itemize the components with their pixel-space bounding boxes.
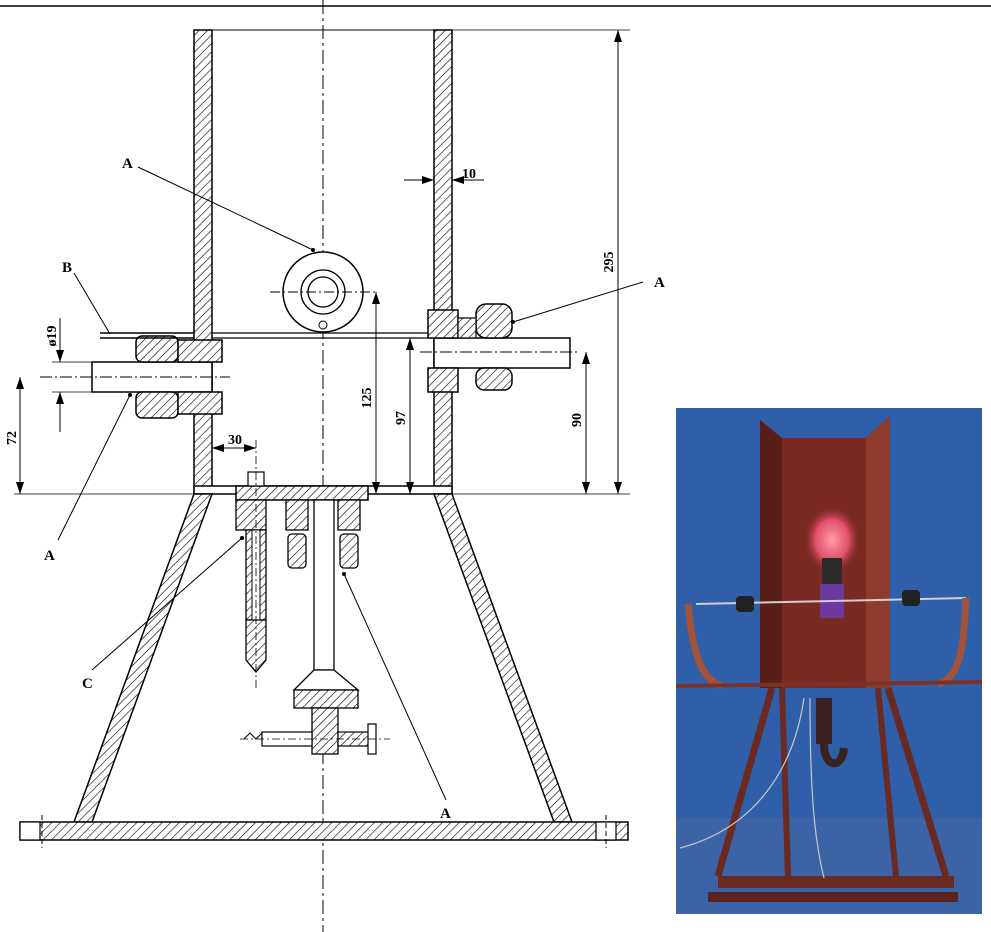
dim-inlet-height-left: 125 <box>360 388 375 409</box>
dim-pipe-diameter: ø19 <box>45 326 60 347</box>
label-a-right-inlet: A <box>654 275 665 291</box>
leader-lines <box>57 166 644 801</box>
left-fitting <box>40 332 230 419</box>
base-bolt-left <box>19 821 41 841</box>
label-c: C <box>82 676 93 692</box>
label-a-viewport: A <box>122 156 133 172</box>
label-b: B <box>62 260 72 276</box>
burner-assembly <box>235 440 390 755</box>
label-a-burner: A <box>440 806 451 822</box>
dimension-lines <box>14 29 630 495</box>
chimney-left-wall <box>193 29 213 495</box>
dim-total-height: 295 <box>602 252 617 273</box>
dim-left-pipe-height: 72 <box>5 431 20 445</box>
stand-left-leg <box>72 493 214 823</box>
stand-right-leg <box>432 493 574 823</box>
apparatus-photo <box>676 408 982 914</box>
label-a-left-inlet: A <box>44 548 55 564</box>
dim-wall-thickness: 10 <box>462 167 476 182</box>
stand-base-plate <box>19 821 629 841</box>
dim-inlet-height-right: 90 <box>570 413 585 427</box>
conical-stand <box>19 493 629 848</box>
chimney-right-wall <box>433 29 453 495</box>
right-fitting <box>420 303 580 393</box>
photo-flame <box>804 506 860 574</box>
viewing-port <box>270 251 376 333</box>
dim-inlet-height-center: 97 <box>394 411 409 425</box>
dim-burner-offset: 30 <box>228 433 242 448</box>
right-pipe <box>433 337 571 369</box>
